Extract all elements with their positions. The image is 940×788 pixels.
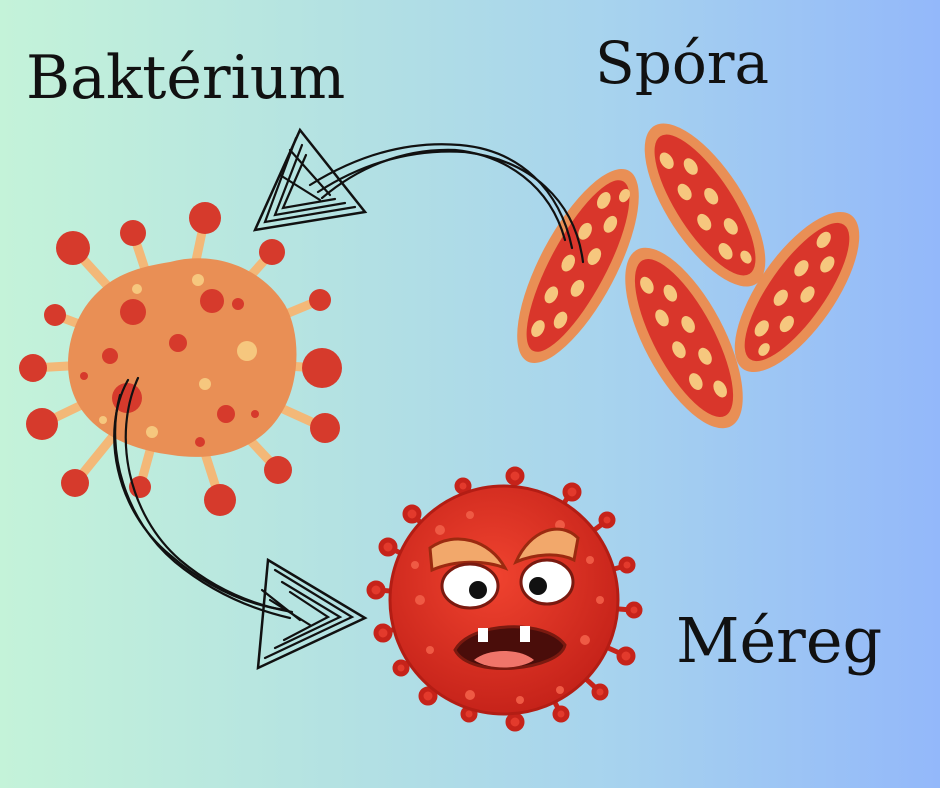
spore-cluster-icon xyxy=(517,123,860,429)
angry-virus-icon xyxy=(366,466,643,732)
arrow-bacterium-to-toxin xyxy=(113,376,368,671)
spore-label: Spóra xyxy=(595,29,770,97)
bacterium-label: Baktérium xyxy=(26,43,346,113)
bacterium-icon xyxy=(19,202,342,516)
toxin-label: Méreg xyxy=(676,604,883,677)
arrow-spore-to-bacterium xyxy=(252,127,585,264)
